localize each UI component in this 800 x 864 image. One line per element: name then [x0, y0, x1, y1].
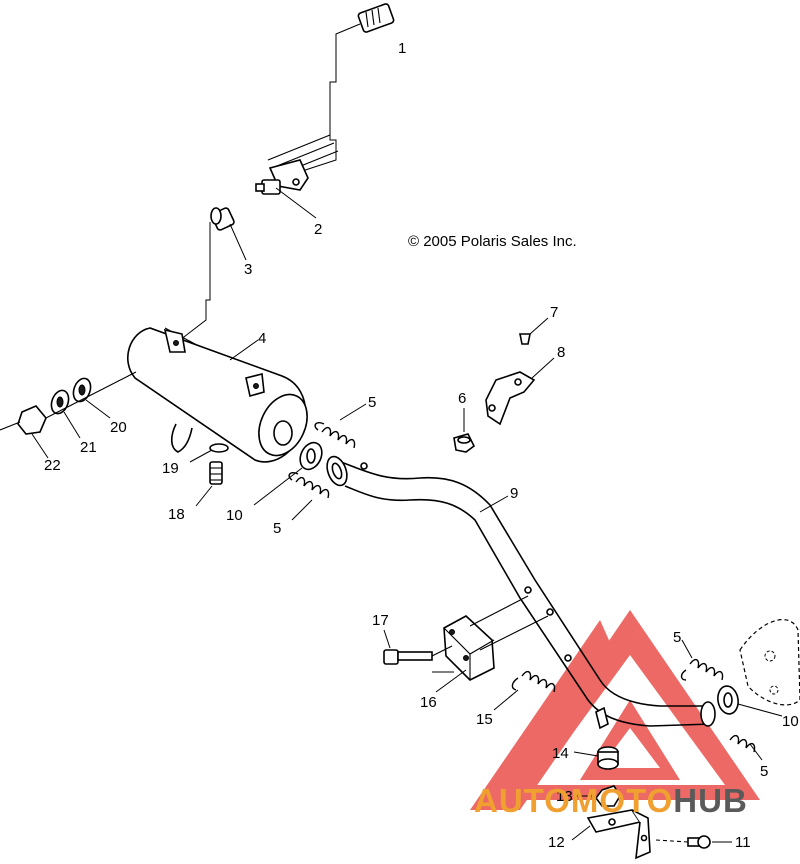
callout-16: 16	[420, 694, 437, 711]
callout-19: 19	[162, 460, 179, 477]
part-3-spacer	[179, 207, 247, 341]
callout-21: 21	[80, 439, 97, 456]
part-9-head-pipe	[326, 455, 716, 730]
callout-17: 17	[372, 612, 389, 629]
callout-11: 11	[735, 834, 751, 851]
part-16-bracket	[432, 595, 549, 693]
watermark-text-auto: AUTO	[474, 782, 571, 819]
part-14-rubber-mount	[573, 746, 619, 770]
part-17-bolt	[383, 629, 453, 665]
callout-10b: 10	[782, 713, 799, 730]
callout-13: 13	[556, 788, 573, 805]
part-6-grommet	[453, 408, 476, 453]
callout-15: 15	[476, 711, 493, 728]
callout-18: 18	[168, 506, 185, 523]
part-10-gasket-left	[253, 441, 323, 506]
callout-1: 1	[398, 40, 406, 57]
callout-5b: 5	[273, 520, 281, 537]
part-2-bracket	[255, 134, 339, 219]
callout-5a: 5	[368, 394, 376, 411]
part-13-nut	[576, 785, 621, 807]
part-5-spring-upper	[314, 403, 367, 449]
part-20-washer	[72, 377, 111, 419]
copyright-notice: © 2005 Polaris Sales Inc.	[408, 233, 577, 250]
callout-5d: 5	[760, 763, 768, 780]
part-18-bolt	[195, 461, 223, 507]
watermark-text-moto: MOTO	[571, 782, 673, 819]
logo-left-bar	[470, 620, 620, 810]
part-8-clip	[485, 357, 555, 426]
part-15-spring	[493, 670, 556, 711]
part-5-spring-right-lower	[729, 734, 763, 761]
watermark-text: AUTOMOTOHUB	[474, 782, 748, 819]
callout-8: 8	[557, 344, 565, 361]
part-10-gasket-right	[717, 685, 783, 717]
callout-2: 2	[314, 221, 322, 238]
callout-6: 6	[458, 390, 466, 407]
part-1-bolt	[289, 3, 395, 176]
engine-port-outline	[739, 619, 800, 706]
callout-5c: 5	[673, 629, 681, 646]
watermark-logo	[470, 610, 760, 810]
callout-12: 12	[548, 834, 565, 851]
part-22-nut	[0, 371, 137, 459]
callout-14: 14	[552, 745, 569, 762]
part-11-bolt	[655, 835, 732, 849]
callout-10a: 10	[226, 507, 243, 524]
part-12-bracket	[571, 809, 651, 860]
watermark-text-hub: HUB	[673, 782, 748, 819]
part-19-washer	[189, 443, 229, 463]
callout-7: 7	[550, 304, 558, 321]
callout-4: 4	[258, 330, 266, 347]
callout-9: 9	[510, 485, 518, 502]
part-7-screw	[519, 317, 549, 345]
callout-20: 20	[110, 419, 127, 436]
part-5-spring-lower	[288, 471, 330, 521]
callout-3: 3	[244, 261, 252, 278]
part-5-spring-right-upper	[680, 639, 724, 681]
part-4-muffler	[126, 327, 308, 463]
callout-22: 22	[44, 457, 61, 474]
